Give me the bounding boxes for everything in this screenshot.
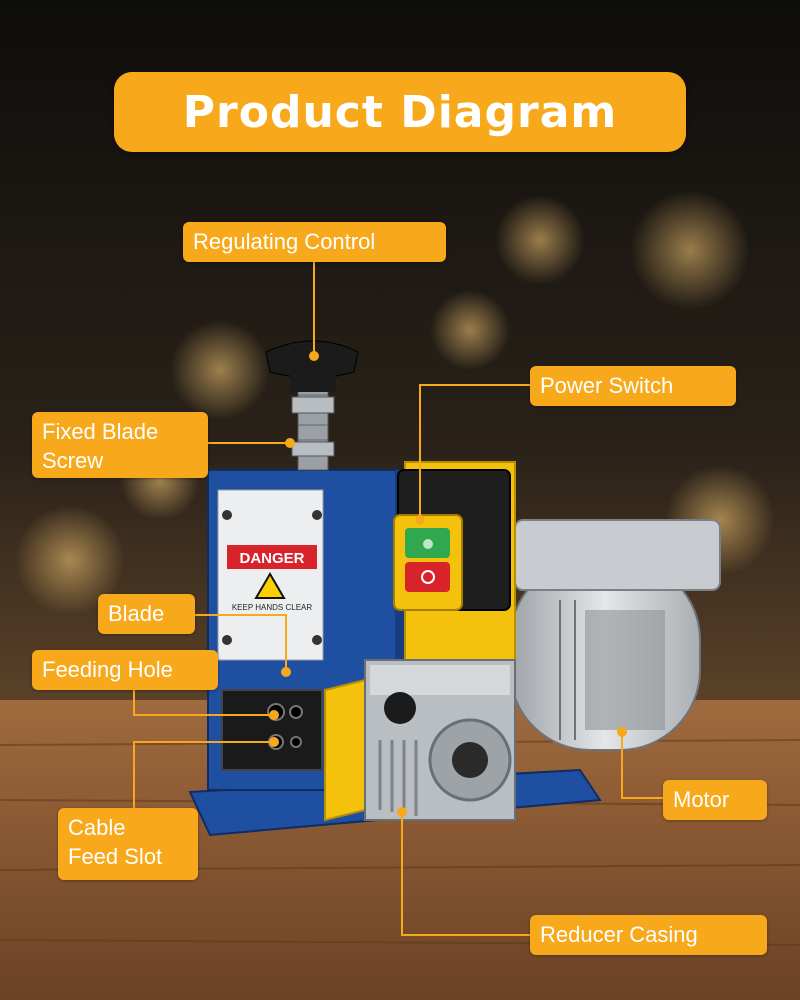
- page-title: Product Diagram: [182, 86, 618, 138]
- leader-feeding-hole: [133, 688, 274, 716]
- leader-cable-feed-slot: [133, 741, 274, 818]
- label-cable-feed-slot: Cable Feed Slot: [58, 808, 198, 880]
- danger-sign-text: DANGER: [239, 550, 304, 567]
- label-blade-text: Blade: [108, 600, 165, 626]
- label-regulating-control-text: Regulating Control: [193, 228, 376, 254]
- label-feeding-hole-text: Feeding Hole: [42, 656, 173, 682]
- label-fixed-blade-screw: Fixed Blade Screw: [32, 412, 208, 478]
- leader-reducer-casing: [401, 812, 530, 936]
- switch-assembly: [393, 461, 516, 663]
- keep-hands-clear-text: KEEP HANDS CLEAR: [232, 603, 313, 612]
- label-regulating-control: Regulating Control: [183, 222, 446, 262]
- leader-power-switch: [419, 384, 530, 520]
- label-motor-text: Motor: [673, 786, 730, 812]
- leader-endpoints: [269, 351, 627, 817]
- title-banner: Product Diagram: [114, 72, 686, 152]
- leader-lines: [133, 260, 663, 936]
- label-motor: Motor: [663, 780, 767, 820]
- motor-body: [509, 519, 721, 751]
- label-power-switch-text: Power Switch: [540, 372, 674, 398]
- leader-blade: [195, 614, 287, 672]
- label-reducer-casing: Reducer Casing: [530, 915, 767, 955]
- label-cable-feed-slot-text: Cable Feed Slot: [68, 815, 163, 869]
- reducer-gearbox: [324, 659, 516, 822]
- label-fixed-blade-screw-text: Fixed Blade Screw: [42, 419, 159, 473]
- label-feeding-hole: Feeding Hole: [32, 650, 218, 690]
- feeding-block: [221, 689, 323, 771]
- leader-motor: [621, 732, 663, 799]
- label-reducer-casing-text: Reducer Casing: [540, 921, 698, 947]
- label-power-switch: Power Switch: [530, 366, 736, 406]
- regulating-knob: [265, 340, 359, 471]
- label-blade: Blade: [98, 594, 195, 634]
